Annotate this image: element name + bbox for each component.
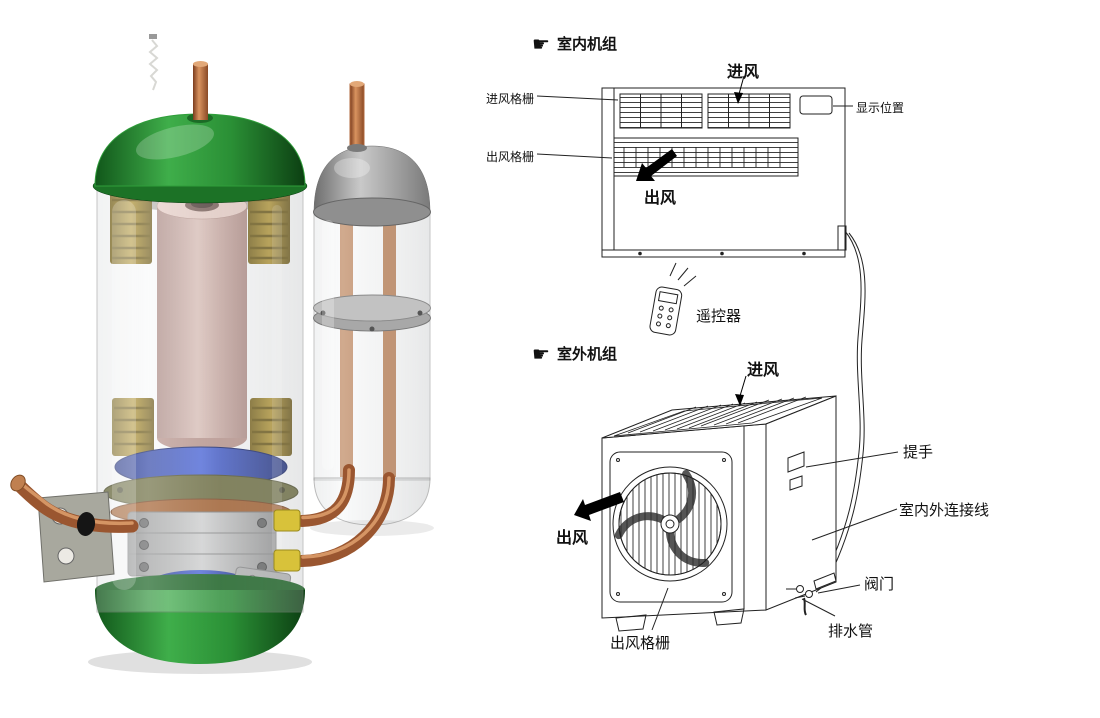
valve-label: 阀门: [864, 575, 895, 593]
outdoor-fan-grille: [609, 451, 733, 603]
outdoor-unit-header: ☛ 室外机组: [532, 343, 617, 364]
outdoor-inlet-arrow: [735, 375, 747, 406]
glass-shell: [96, 181, 304, 613]
indoor-outlet-grille-label: 出风格栅: [486, 150, 535, 164]
accumulator-inlet-tube: [349, 83, 365, 149]
indoor-inlet-grille-label: 进风格栅: [486, 92, 535, 106]
outdoor-right-face: [765, 395, 837, 611]
indoor-air-outlet-label: 出风: [644, 188, 677, 207]
pointer-hand-icon: ☛: [532, 31, 550, 56]
indoor-inlet-arrow: [734, 75, 745, 104]
outdoor-unit-drawing: [574, 375, 899, 632]
accumulator: [310, 81, 434, 536]
compressor-illustration: [10, 34, 434, 674]
remote-control-label: 遥控器: [696, 307, 742, 325]
outdoor-top-grille: [613, 396, 823, 437]
outdoor-unit-header-label: 室外机组: [556, 345, 617, 363]
cable-bracket: [837, 225, 847, 251]
outdoor-air-inlet-label: 进风: [747, 360, 780, 379]
leader-outlet-grille: [536, 153, 613, 159]
handle-label: 提手: [903, 443, 934, 461]
outdoor-handle: [787, 451, 805, 491]
remote-control-drawing: [649, 262, 697, 336]
compressor-top-cap: [92, 113, 308, 204]
discharge-tube: [193, 61, 208, 120]
leader-handle: [805, 451, 899, 468]
outdoor-foot-right: [713, 608, 745, 626]
inlet-grille-a: [619, 93, 703, 129]
outdoor-foot-back: [813, 572, 837, 590]
indoor-air-inlet-label: 进风: [727, 62, 760, 81]
leader-connection-cable: [811, 508, 898, 541]
suction-pipe: [10, 474, 139, 536]
outdoor-foot-left: [615, 614, 647, 632]
indoor-unit-header-label: 室内机组: [556, 35, 617, 53]
remote-signal-lines: [669, 262, 697, 287]
display-window: [799, 95, 833, 115]
inlet-grille-b: [707, 93, 791, 129]
outdoor-air-outlet-label: 出风: [556, 528, 589, 547]
indoor-outlet-arrow: [636, 149, 677, 181]
leader-outlet-grille-outdoor: [651, 587, 669, 631]
outdoor-outlet-grille-label: 出风格栅: [610, 634, 671, 652]
drain-pipe-label: 排水管: [828, 622, 874, 640]
leader-drain: [801, 598, 836, 617]
top-cap-dome: [94, 113, 306, 187]
connection-cable-label: 室内外连接线: [899, 501, 990, 519]
valve-fittings: [786, 585, 813, 616]
terminal-wire: [148, 34, 159, 91]
outdoor-outlet-arrow: [574, 492, 624, 521]
pointer-hand-icon: ☛: [532, 341, 550, 366]
pipe-connector-2: [273, 549, 301, 572]
display-position-label: 显示位置: [856, 101, 905, 115]
indoor-unit-header: ☛ 室内机组: [532, 33, 617, 54]
leader-inlet-grille: [536, 95, 619, 101]
pipe-connector-1: [273, 509, 301, 532]
leader-valve: [817, 584, 861, 594]
drain-pipe-line: [803, 597, 807, 616]
connecting-pipes: [273, 464, 395, 572]
indoor-unit-drawing: [536, 75, 853, 258]
accumulator-cap: [313, 145, 431, 213]
